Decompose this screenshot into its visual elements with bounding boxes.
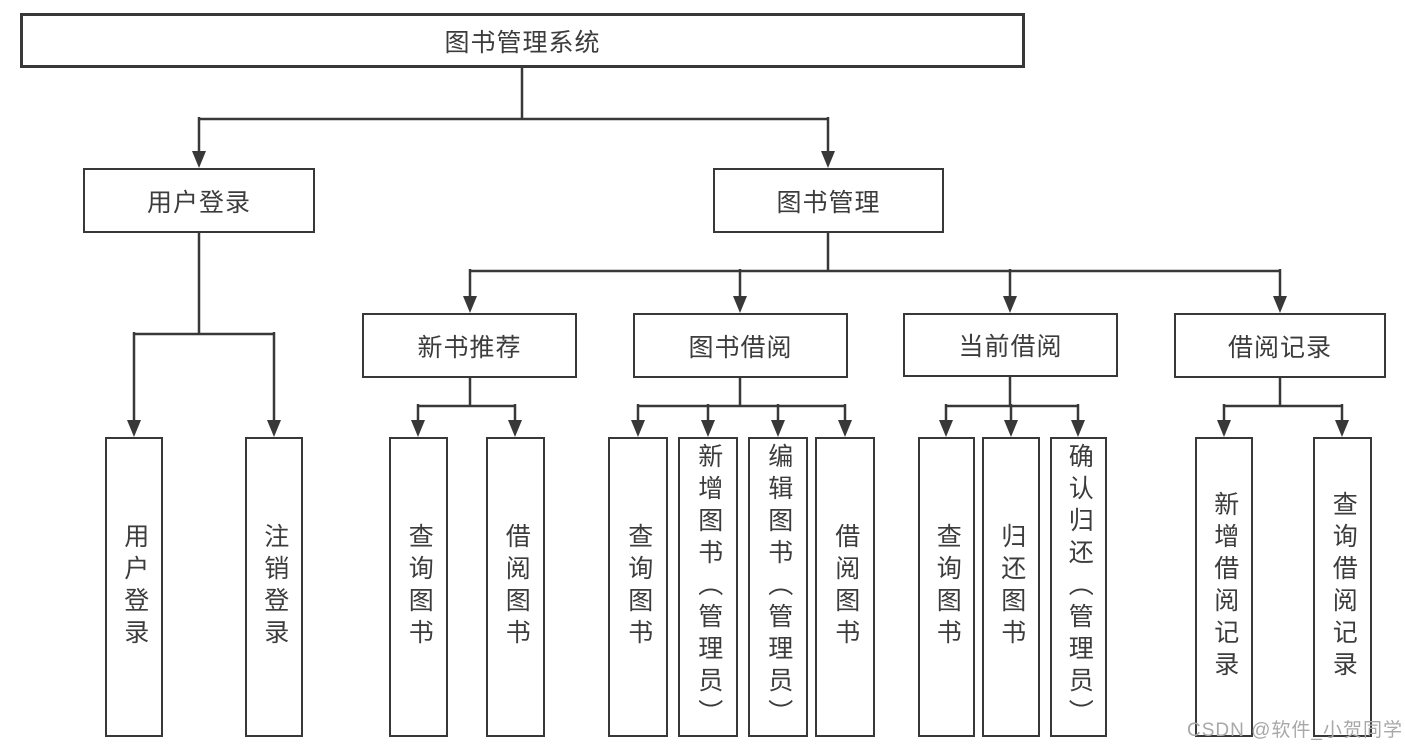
- node-book-management: 图书管理: [713, 168, 944, 233]
- arrowheads: [127, 151, 1349, 437]
- connector-userlogin-leaves: [132, 233, 276, 420]
- node-borrow-records: 借阅记录: [1174, 313, 1386, 378]
- connector-newbook-leaves: [416, 378, 517, 420]
- leaf-borrow-books-newbook: 借阅图书: [486, 437, 545, 737]
- node-book-borrow: 图书借阅: [633, 313, 848, 378]
- leaf-add-books-admin: 新增图书（管理员）: [678, 437, 738, 737]
- leaf-return-books: 归还图书: [982, 437, 1040, 737]
- leaf-confirm-return-admin: 确认归还（管理员）: [1050, 437, 1107, 737]
- node-user-login: 用户登录: [83, 168, 315, 233]
- leaf-user-login: 用户登录: [105, 437, 163, 737]
- leaf-edit-books-admin: 编辑图书（管理员）: [748, 437, 808, 737]
- connector-borrow-leaves: [636, 378, 847, 420]
- connector-root-level2: [197, 68, 830, 151]
- leaf-add-borrow-record: 新增借阅记录: [1195, 437, 1253, 737]
- node-current-borrow: 当前借阅: [903, 313, 1118, 377]
- node-library-system: 图书管理系统: [20, 13, 1025, 68]
- leaf-logout: 注销登录: [245, 437, 303, 737]
- csdn-watermark: CSDN @软件_小贺同学: [1187, 720, 1403, 741]
- connector-bookmgmt-level3: [468, 233, 1282, 296]
- leaf-borrow-books: 借阅图书: [815, 437, 875, 737]
- connector-records-leaves: [1222, 378, 1344, 420]
- node-new-book-recommend: 新书推荐: [362, 313, 577, 378]
- leaf-query-books-borrow: 查询图书: [608, 437, 668, 737]
- leaf-query-books-newbook: 查询图书: [389, 437, 448, 737]
- leaf-query-borrow-record: 查询借阅记录: [1313, 437, 1372, 737]
- connector-current-leaves: [944, 377, 1080, 420]
- leaf-query-books-current: 查询图书: [918, 437, 975, 737]
